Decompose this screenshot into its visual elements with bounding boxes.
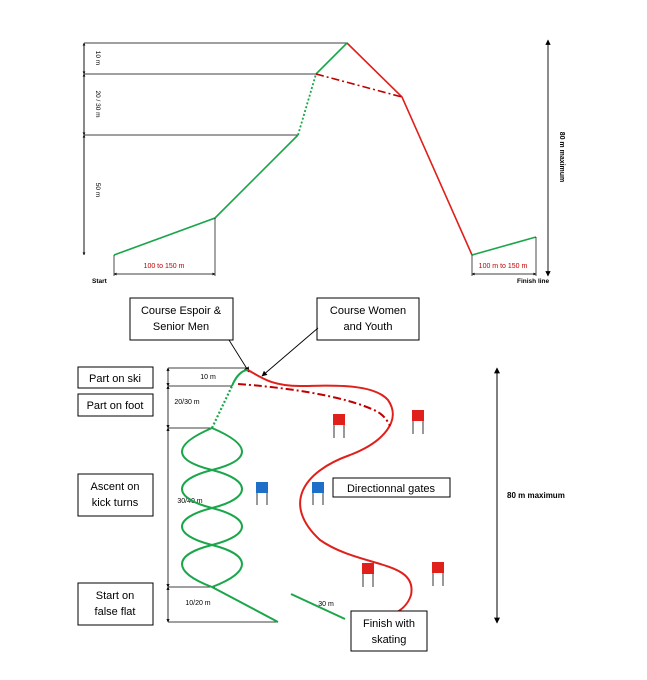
directional-gates-label: Directionnal gates xyxy=(347,483,436,495)
finish-line-1: Finish with xyxy=(363,618,415,630)
part-on-ski-box: Part on ski xyxy=(77,366,154,389)
red-gate-2 xyxy=(412,410,424,434)
dim-30m: 30 m xyxy=(318,601,334,608)
descent-path-espoir xyxy=(247,369,413,615)
profile-alternate-descent xyxy=(315,73,403,98)
profile-label-10m: 10 m xyxy=(94,51,101,65)
profile-ascent-line xyxy=(113,134,299,256)
ascent-label-line-1: Ascent on xyxy=(91,481,140,493)
course-espoir-line-1: Course Espoir & xyxy=(141,305,222,317)
start-label-line-1: Start on xyxy=(96,590,135,602)
women-pointer-arrow xyxy=(261,327,319,377)
dim-10m: 10 m xyxy=(200,374,216,381)
red-gate-3 xyxy=(362,563,374,587)
finish-skating-box: Finish with skating xyxy=(350,610,428,652)
finish-skating-path xyxy=(290,593,346,620)
profile-finish-flat xyxy=(471,236,537,256)
dim-30-40m: 30/40 m xyxy=(177,498,202,505)
dim-10-20m: 10/20 m xyxy=(185,600,210,607)
foot-section-path xyxy=(211,385,233,429)
course-women-box: Course Women and Youth xyxy=(316,297,420,341)
dim-20-30m: 20/30 m xyxy=(174,399,199,406)
ascent-label-line-2: kick turns xyxy=(92,497,139,509)
course-plan: Course Espoir & Senior Men Course Women … xyxy=(77,297,565,652)
blue-gate-2 xyxy=(312,482,324,505)
start-flat-path xyxy=(211,586,279,623)
ski-section-path xyxy=(231,369,249,387)
directional-gates-box: Directionnal gates xyxy=(332,477,451,498)
finish-line-label: Finish line xyxy=(517,278,550,285)
course-women-line-2: and Youth xyxy=(344,321,393,333)
profile-height-label: 80 m maximum xyxy=(558,132,565,183)
profile-label-20-30m: 20 / 30 m xyxy=(94,90,101,117)
red-gate-4 xyxy=(432,562,444,586)
profile-foot-section xyxy=(297,73,317,136)
course-espoir-line-2: Senior Men xyxy=(153,321,209,333)
descent-path-women xyxy=(237,383,391,427)
start-false-flat-box: Start on false flat xyxy=(77,582,154,626)
finish-line-2: skating xyxy=(372,634,407,646)
start-flat-label: 100 to 150 m xyxy=(144,263,185,270)
profile-descent-line xyxy=(346,42,473,256)
red-gate-1 xyxy=(333,414,345,438)
course-espoir-box: Course Espoir & Senior Men xyxy=(129,297,234,341)
course-women-line-1: Course Women xyxy=(330,305,406,317)
start-label-line-2: false flat xyxy=(95,606,136,618)
part-on-ski-label: Part on ski xyxy=(89,373,141,385)
kick-turns-wave-b xyxy=(181,427,243,588)
plan-height-label: 80 m maximum xyxy=(507,491,565,500)
finish-flat-label: 100 m to 150 m xyxy=(479,263,528,270)
start-label: Start xyxy=(92,278,108,285)
profile-label-50m: 50 m xyxy=(94,183,101,197)
espoir-pointer-arrow xyxy=(228,339,250,373)
blue-gate-1 xyxy=(256,482,268,505)
part-on-foot-box: Part on foot xyxy=(77,393,154,417)
profile-ski-section xyxy=(315,42,348,75)
part-on-foot-label: Part on foot xyxy=(87,400,144,412)
ascent-kick-turns-box: Ascent on kick turns xyxy=(77,473,154,517)
elevation-profile: 10 m 20 / 30 m 50 m 100 to 150 m 100 m t… xyxy=(82,39,565,285)
